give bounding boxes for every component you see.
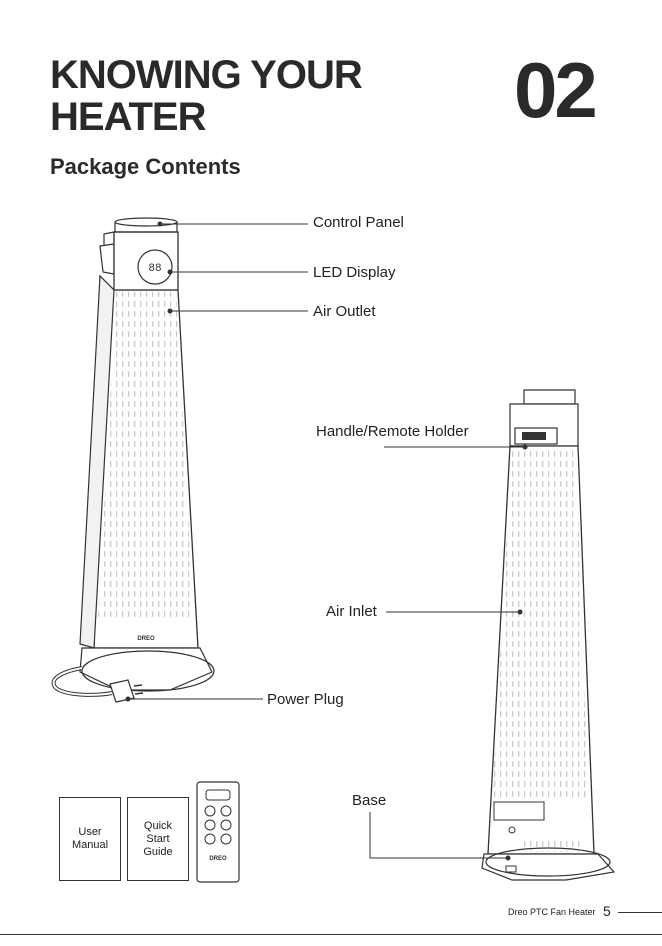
led-digits: 88: [148, 263, 161, 275]
front-heater: 88 DREO: [54, 218, 214, 702]
page-number: 5: [603, 903, 611, 919]
footer-product-name: Dreo PTC Fan Heater: [508, 907, 596, 917]
remote-brand-logo: DREO: [209, 856, 227, 862]
remote-control-icon: DREO: [197, 782, 239, 882]
label-air-outlet: Air Outlet: [313, 303, 376, 321]
user-manual-booklet: User Manual: [59, 797, 121, 881]
quick-start-guide-booklet: Quick Start Guide: [127, 797, 189, 881]
label-base: Base: [352, 792, 386, 810]
user-manual-line-2: Manual: [72, 839, 108, 852]
leader-base: [370, 812, 508, 858]
bottom-rule: [0, 934, 662, 935]
front-brand-logo: DREO: [137, 636, 155, 642]
label-led-display: LED Display: [313, 264, 396, 282]
quick-start-line-2: Start: [143, 833, 172, 846]
quick-start-line-1: Quick: [143, 820, 172, 833]
quick-start-line-3: Guide: [143, 846, 172, 859]
label-control-panel: Control Panel: [313, 214, 404, 232]
user-manual-line-1: User: [72, 826, 108, 839]
label-air-inlet: Air Inlet: [326, 603, 377, 621]
label-power-plug: Power Plug: [267, 691, 344, 709]
footer-divider: [618, 912, 662, 913]
rear-heater: [482, 390, 614, 880]
label-handle-remote-holder: Handle/Remote Holder: [316, 423, 469, 441]
